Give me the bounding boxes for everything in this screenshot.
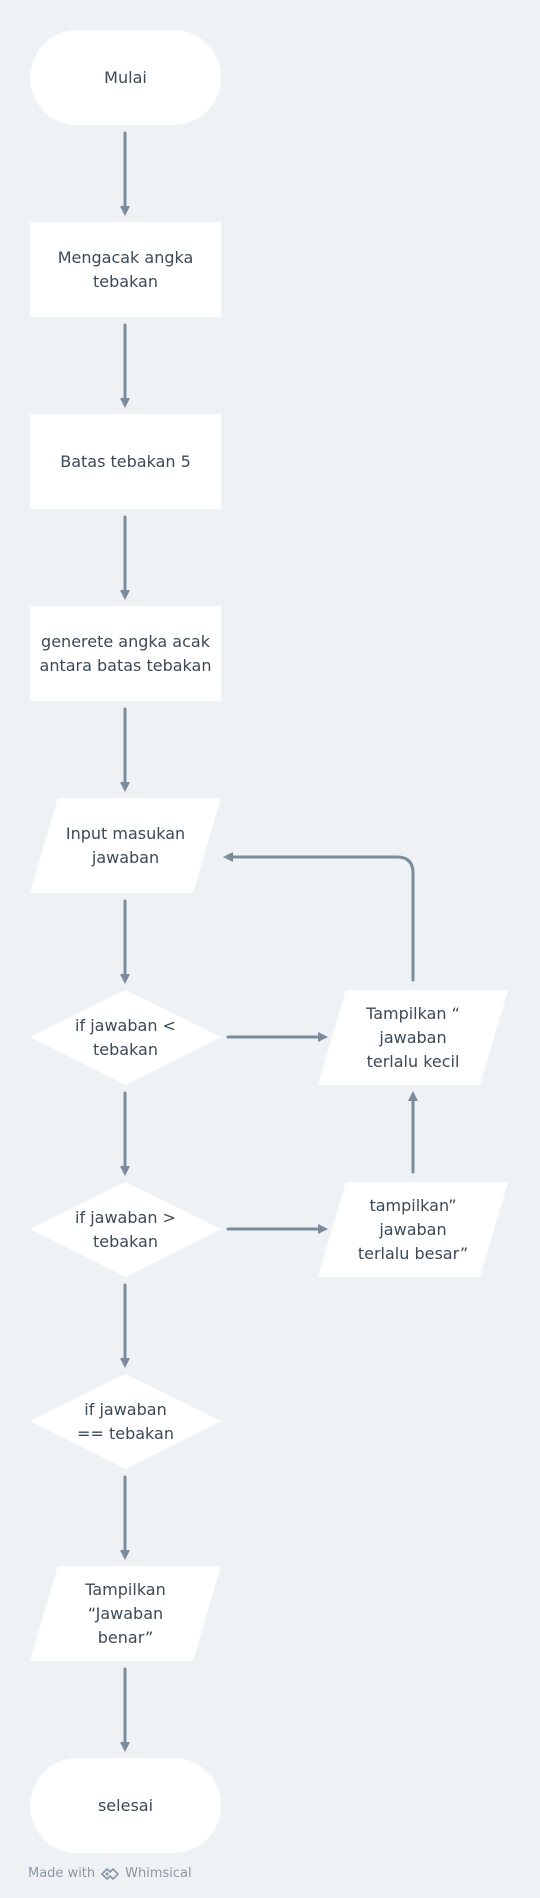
show-small-io-shape[interactable] bbox=[318, 990, 508, 1085]
whimsical-logo-icon bbox=[101, 1867, 119, 1880]
limit-process-shape[interactable] bbox=[30, 414, 221, 509]
if-less-label: if jawaban < tebakan bbox=[75, 1015, 176, 1059]
shuffle-label: Mengacak angka tebakan bbox=[57, 247, 194, 291]
end-label: selesai bbox=[97, 1795, 154, 1815]
generate-process-shape[interactable] bbox=[30, 606, 221, 701]
if-greater-decision-shape[interactable] bbox=[30, 1182, 221, 1277]
limit-label: Batas tebakan 5 bbox=[60, 451, 191, 471]
start-label: Mulai bbox=[104, 67, 147, 87]
shuffle-process-shape[interactable] bbox=[30, 222, 221, 317]
show-big-io-shape[interactable] bbox=[318, 1182, 508, 1277]
show-correct-io-shape[interactable] bbox=[30, 1566, 221, 1661]
if-equal-label: if jawaban == tebakan bbox=[77, 1399, 174, 1443]
arrow-show-small-to-input bbox=[223, 852, 415, 982]
if-greater-label: if jawaban > tebakan bbox=[75, 1207, 176, 1251]
if-less-decision-shape[interactable] bbox=[30, 990, 221, 1085]
start-terminal-shape[interactable] bbox=[30, 30, 221, 125]
footer-made-with: Made with bbox=[28, 1866, 96, 1881]
footer-credit[interactable]: Made with Whimsical bbox=[28, 1866, 192, 1881]
input-io-shape[interactable] bbox=[30, 798, 221, 893]
show-small-label: Tampilkan “ jawaban terlalu kecil bbox=[366, 1003, 460, 1071]
show-big-label: tampilkan” jawaban terlalu besar” bbox=[357, 1195, 469, 1263]
if-equal-decision-shape[interactable] bbox=[30, 1374, 221, 1469]
end-terminal-shape[interactable] bbox=[30, 1758, 221, 1853]
input-label: Input masukan jawaban bbox=[65, 823, 186, 867]
footer-brand: Whimsical bbox=[125, 1866, 192, 1881]
generate-label: generete angka acak antara batas tebakan bbox=[39, 631, 212, 675]
show-correct-label: Tampilkan “Jawaban benar” bbox=[85, 1579, 166, 1647]
